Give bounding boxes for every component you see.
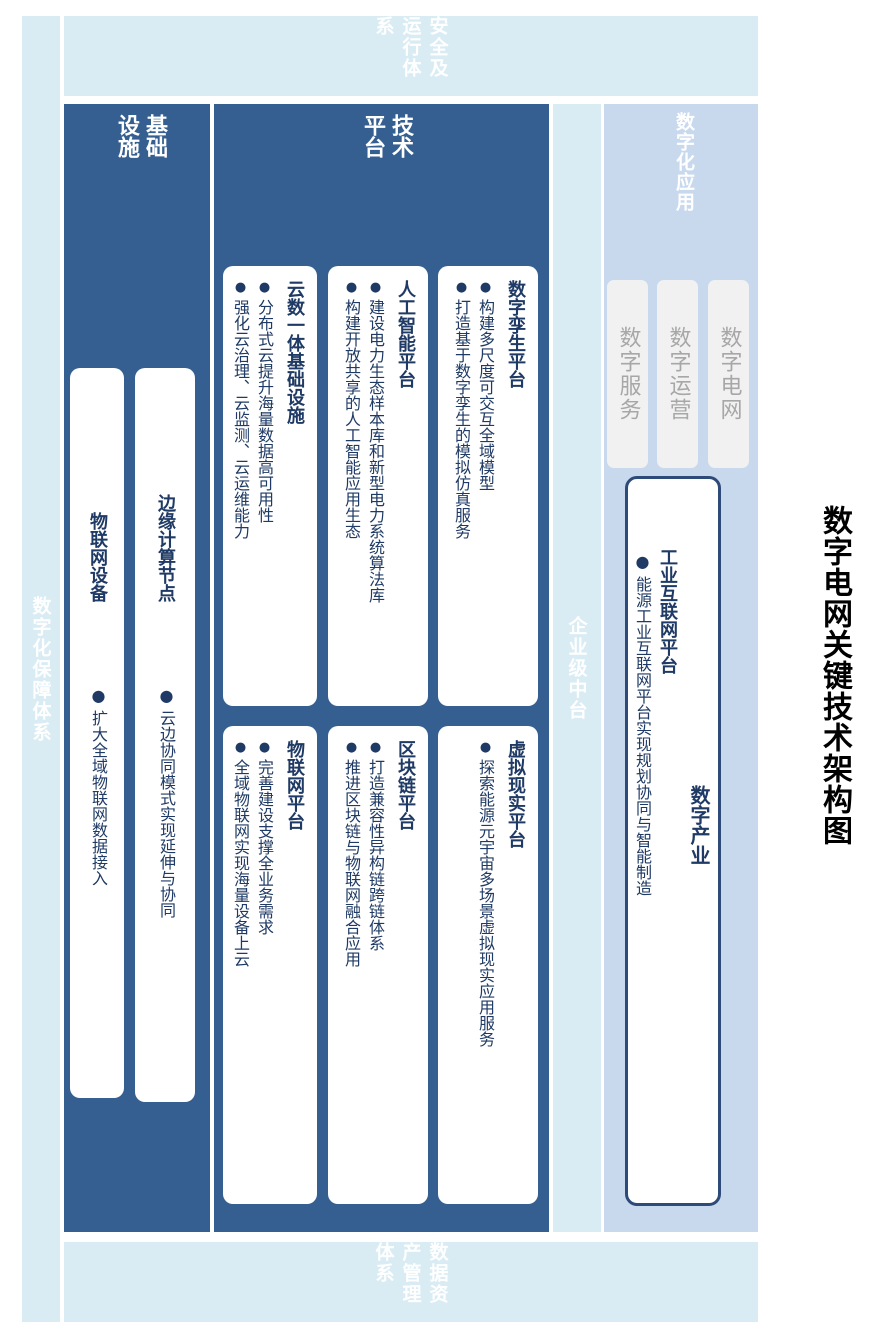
card-bullet: 分布式云提升海量数据高可用性 <box>253 280 275 696</box>
bullet-dot: ● <box>157 686 176 711</box>
card-bullet: 全域物联网实现海量设备上云 <box>229 740 251 1194</box>
band-security-label: 安全及运行体系 <box>372 16 449 79</box>
band-middle: 企业级中台 <box>553 104 601 1232</box>
bullet-dot: ● <box>633 552 652 577</box>
card-title: 物联网平台 <box>284 740 305 830</box>
card-title: 区块链平台 <box>395 740 416 830</box>
card-iot-platform: 物联网平台 完善建设支撑全业务需求 全域物联网实现海量设备上云 <box>223 726 317 1204</box>
band-middle-label: 企业级中台 <box>565 615 588 721</box>
card-bullet: 推进区块链与物联网融合应用 <box>340 740 362 1194</box>
iot-device-box <box>70 368 124 1098</box>
industry-platform-title: 工业互联网平台 <box>657 548 678 674</box>
card-cloud-infrastructure: 云数一体基础设施 分布式云提升海量数据高可用性 强化云治理、云监测、云运维能力 <box>223 266 317 706</box>
edge-node-title: 边缘计算节点 <box>155 494 176 602</box>
card-title: 云数一体基础设施 <box>284 280 305 424</box>
iot-device-bullet-text: 扩大全域物联网数据接入 <box>89 710 108 887</box>
industry-bullet: ● 能源工业互联网平台实现规划协同与智能制造 <box>630 552 654 992</box>
industry-box <box>625 476 721 1206</box>
card-bullet: 构建开放共享的人工智能应用生态 <box>340 280 362 696</box>
edge-node-bullet-text: 云边协同模式实现延伸与协同 <box>157 710 176 919</box>
app-item-label: 数字电网 <box>716 326 742 422</box>
card-bullet: 构建多尺度可交互全域模型 <box>474 280 496 696</box>
industry-label: 数字产业 <box>687 785 711 865</box>
card-bullets: 完善建设支撑全业务需求 全域物联网实现海量设备上云 <box>229 740 275 1194</box>
card-virtual-reality: 虚拟现实平台 探索能源元宇宙多场景虚拟现实应用服务 <box>438 726 538 1204</box>
iot-device-bullet: ● 扩大全域物联网数据接入 <box>86 686 110 946</box>
app-item-digital-operation: 数字运营 <box>657 280 698 468</box>
card-bullet: 强化云治理、云监测、云运维能力 <box>229 280 251 696</box>
bullet-dot: ● <box>89 686 108 711</box>
infrastructure-label-text: 基础 设施 <box>114 114 167 158</box>
app-item-label: 数字运营 <box>665 326 691 422</box>
card-bullet: 完善建设支撑全业务需求 <box>253 740 275 1194</box>
card-bullets: 打造兼容性异构链跨链体系 推进区块链与物联网融合应用 <box>340 740 386 1194</box>
infrastructure-label: 基础 设施 <box>104 114 168 182</box>
industry-bullet-text: 能源工业互联网平台实现规划协同与智能制造 <box>633 576 652 897</box>
card-title: 虚拟现实平台 <box>505 740 526 848</box>
app-item-digital-service: 数字服务 <box>607 280 648 468</box>
app-item-label: 数字服务 <box>615 326 641 422</box>
card-bullets: 构建多尺度可交互全域模型 打造基于数字孪生的模拟仿真服务 <box>450 280 496 696</box>
edge-node-box <box>135 368 195 1102</box>
page-title: 数字电网关键技术架构图 <box>817 504 852 846</box>
card-title: 人工智能平台 <box>395 280 416 388</box>
edge-node-bullet: ● 云边协同模式实现延伸与协同 <box>154 686 178 986</box>
band-security: 安全及运行体系 <box>64 16 758 96</box>
card-bullets: 分布式云提升海量数据高可用性 强化云治理、云监测、云运维能力 <box>229 280 275 696</box>
applications-label: 数字化应用 <box>673 112 695 212</box>
band-data-asset-label: 数据资产管理体系 <box>372 1242 449 1305</box>
band-data-asset: 数据资产管理体系 <box>64 1242 758 1322</box>
tech-platform-label-text: 技术 平台 <box>360 114 413 158</box>
card-bullet: 打造基于数字孪生的模拟仿真服务 <box>450 280 472 696</box>
card-bullet: 建设电力生态样本库和新型电力系统算法库 <box>364 280 386 696</box>
card-ai-platform: 人工智能平台 建设电力生态样本库和新型电力系统算法库 构建开放共享的人工智能应用… <box>328 266 428 706</box>
app-item-digital-grid: 数字电网 <box>708 280 749 468</box>
card-bullet: 探索能源元宇宙多场景虚拟现实应用服务 <box>474 740 496 1194</box>
iot-device-title: 物联网设备 <box>87 512 108 602</box>
band-assurance-label: 数字化保障体系 <box>29 595 52 743</box>
tech-platform-label: 技术 平台 <box>350 114 414 182</box>
card-blockchain: 区块链平台 打造兼容性异构链跨链体系 推进区块链与物联网融合应用 <box>328 726 428 1204</box>
card-bullets: 探索能源元宇宙多场景虚拟现实应用服务 <box>474 740 496 1194</box>
card-digital-twin: 数字孪生平台 构建多尺度可交互全域模型 打造基于数字孪生的模拟仿真服务 <box>438 266 538 706</box>
card-bullet: 打造兼容性异构链跨链体系 <box>364 740 386 1194</box>
card-title: 数字孪生平台 <box>505 280 526 388</box>
band-assurance: 数字化保障体系 <box>22 16 60 1322</box>
card-bullets: 建设电力生态样本库和新型电力系统算法库 构建开放共享的人工智能应用生态 <box>340 280 386 696</box>
